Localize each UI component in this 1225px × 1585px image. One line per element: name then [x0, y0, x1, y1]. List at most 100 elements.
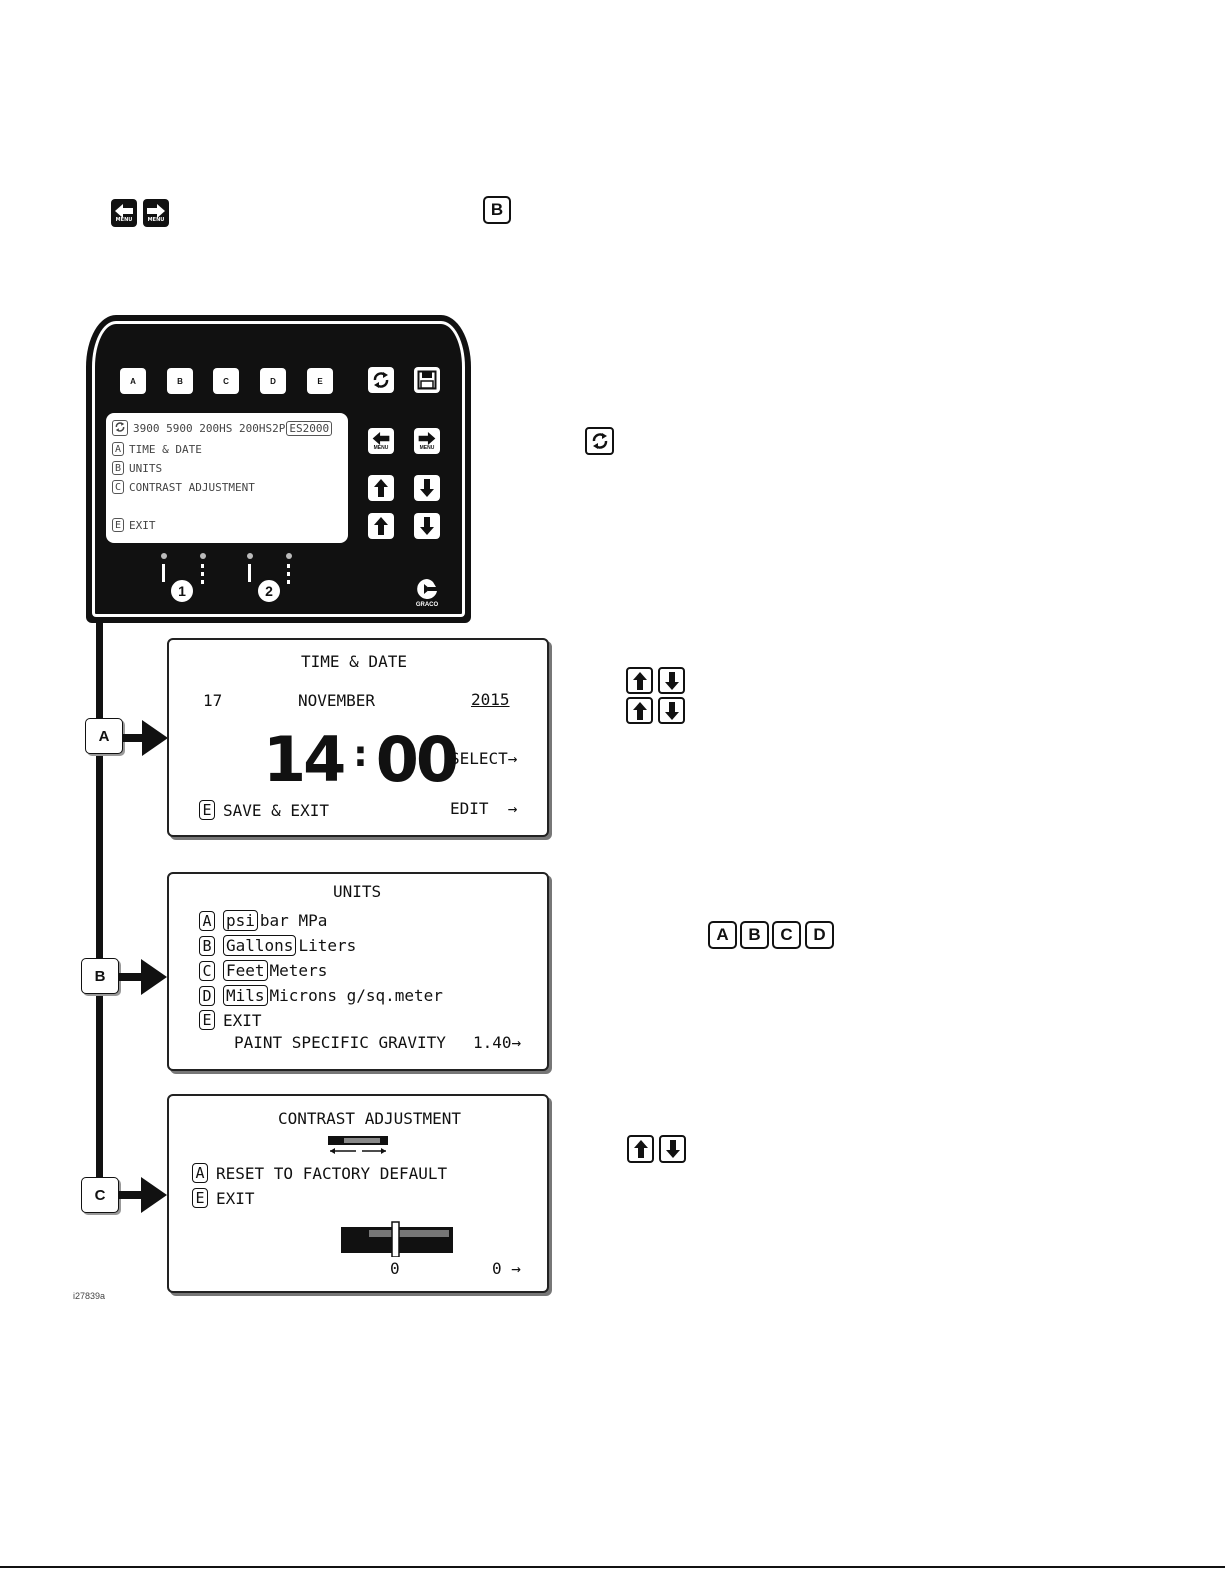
- clock-display: 14 : 00: [263, 723, 459, 796]
- other-units: Meters: [269, 961, 328, 980]
- key-letter: C: [199, 960, 215, 981]
- edit-label: EDIT →: [450, 799, 518, 818]
- panel-refresh-key[interactable]: [368, 367, 394, 393]
- key-letter: E: [199, 800, 215, 820]
- arrow-b-icon: [141, 959, 167, 995]
- down-arrow-icon: [664, 701, 679, 720]
- units-row-b: B Gallons Liters: [199, 935, 356, 956]
- up-arrow-icon: [632, 671, 647, 690]
- up-arrow-icon: [374, 517, 388, 535]
- clock-colon: :: [353, 734, 368, 775]
- panel-down-key-2[interactable]: [414, 513, 440, 539]
- right-arrow-icon: [147, 203, 165, 218]
- down-arrow-icon: [665, 1140, 680, 1158]
- panel-menu-right-key[interactable]: MENU: [414, 428, 440, 454]
- panel-key-d[interactable]: D: [260, 368, 286, 394]
- up-key-icon: [626, 667, 653, 694]
- contrast-exit-row: E EXIT: [192, 1188, 255, 1208]
- exit-label: EXIT: [216, 1188, 255, 1208]
- key-letter: A: [199, 910, 215, 931]
- other-units: Liters: [298, 936, 357, 955]
- key-b-icon: B: [740, 921, 769, 949]
- refresh-icon: [592, 433, 607, 449]
- panel-key-b[interactable]: B: [167, 368, 193, 394]
- save-exit-row: E SAVE & EXIT: [199, 800, 329, 820]
- other-units: bar MPa: [259, 911, 328, 930]
- contrast-slider: [341, 1221, 453, 1257]
- lcd-key-letter: E: [112, 518, 124, 532]
- day-value: 17: [203, 691, 223, 710]
- panel-key-c[interactable]: C: [213, 368, 239, 394]
- figure-id: i27839a: [73, 1291, 106, 1301]
- key-letter: E: [199, 1010, 215, 1030]
- down-key-icon: [658, 667, 685, 694]
- panel-lcd-screen: 3900 5900 200HS 200HS2P ES2000 A TIME & …: [106, 413, 348, 543]
- key-a-icon: A: [708, 921, 737, 949]
- contrast-indicator-icon: [328, 1136, 388, 1154]
- panel-key-a[interactable]: A: [120, 368, 146, 394]
- up-arrow-icon: [632, 701, 647, 720]
- panel-up-key-2[interactable]: [368, 513, 394, 539]
- selected-unit: Mils: [223, 985, 268, 1006]
- other-units: Microns g/sq.meter: [269, 986, 443, 1005]
- units-row-a: A psi bar MPa: [199, 910, 327, 931]
- graco-brand: GRACO: [415, 602, 439, 608]
- panel-menu-left-key[interactable]: MENU: [368, 428, 394, 454]
- lcd-key-letter: C: [112, 480, 124, 494]
- arrow-a-icon: [142, 720, 168, 756]
- month-value: NOVEMBER: [298, 691, 376, 710]
- down-arrow-icon: [420, 479, 434, 497]
- key-letter: D: [199, 985, 215, 1006]
- channel-2-badge: 2: [256, 578, 282, 604]
- reset-label: RESET TO FACTORY DEFAULT: [216, 1163, 448, 1183]
- slider-value: 0: [390, 1259, 400, 1278]
- panel-down-key-1[interactable]: [414, 475, 440, 501]
- key-letter: A: [192, 1163, 208, 1183]
- menu-left-key-icon: MENU: [111, 199, 137, 227]
- connector-arrow-a: [123, 734, 145, 742]
- units-row-d: D Mils Microns g/sq.meter: [199, 985, 443, 1006]
- graco-logo-icon: [417, 579, 437, 599]
- up-arrow-icon: [374, 479, 388, 497]
- lcd-refresh-icon: [112, 420, 128, 436]
- gravity-label: PAINT SPECIFIC GRAVITY: [234, 1033, 446, 1052]
- lcd-menu-item: CONTRAST ADJUSTMENT: [129, 480, 255, 494]
- connector-arrow-c: [119, 1191, 143, 1199]
- panel-up-key-1[interactable]: [368, 475, 394, 501]
- minute-value: 00: [375, 723, 459, 796]
- lcd-menu-item: EXIT: [129, 518, 156, 532]
- left-arrow-icon: [372, 431, 390, 445]
- up-arrow-icon: [633, 1140, 648, 1158]
- right-arrow-icon: [418, 431, 436, 445]
- callout-a: A: [85, 718, 123, 754]
- reset-row: A RESET TO FACTORY DEFAULT: [192, 1163, 447, 1183]
- panel-save-key[interactable]: [414, 367, 440, 393]
- callout-b: B: [81, 958, 119, 994]
- lcd-model-list: 3900 5900 200HS 200HS2P: [133, 421, 286, 435]
- key-d-icon: D: [805, 921, 834, 949]
- down-arrow-icon: [420, 517, 434, 535]
- callout-c: C: [81, 1177, 119, 1213]
- select-label: SELECT→: [450, 749, 518, 768]
- exit-label: EXIT: [223, 1010, 262, 1030]
- menu-right-key-icon: MENU: [143, 199, 169, 227]
- lcd-selected-model: ES2000: [286, 420, 333, 436]
- units-exit-row: E EXIT: [199, 1010, 262, 1030]
- down-arrow-icon: [664, 671, 679, 690]
- up-key-icon: [626, 697, 653, 724]
- selected-unit: Gallons: [223, 935, 297, 956]
- gravity-value: 1.40→: [473, 1033, 522, 1052]
- page-bottom-rule: [0, 1566, 1225, 1568]
- key-c-icon: C: [772, 921, 801, 949]
- panel-key-e[interactable]: E: [307, 368, 333, 394]
- up-key-icon: [627, 1135, 654, 1163]
- arrow-c-icon: [141, 1177, 167, 1213]
- channel-indicators: [161, 553, 292, 584]
- selected-unit: psi: [223, 910, 258, 931]
- hour-value: 14: [263, 723, 346, 796]
- key-letter: E: [192, 1188, 208, 1208]
- refresh-key-icon: [585, 427, 614, 455]
- year-value: 2015: [471, 690, 510, 709]
- channel-1-badge: 1: [169, 578, 195, 604]
- units-row-c: C Feet Meters: [199, 960, 327, 981]
